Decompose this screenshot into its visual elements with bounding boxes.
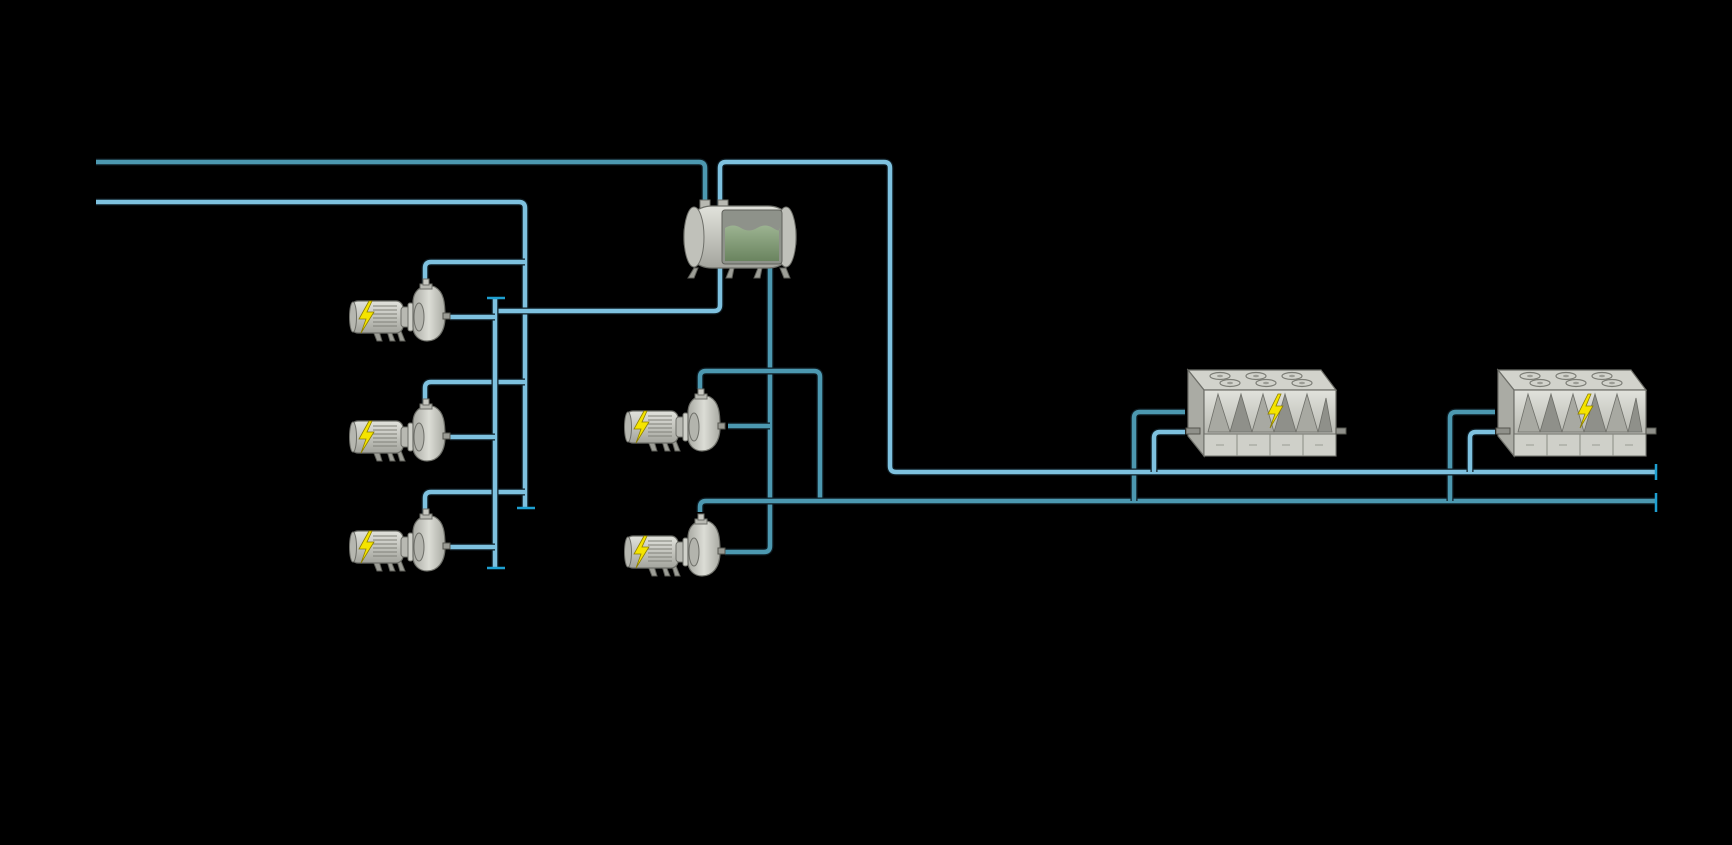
pump-motor-icon[interactable]	[623, 388, 726, 452]
horizontal-tank-icon[interactable]	[683, 199, 797, 279]
tank-drop-leg	[725, 268, 774, 556]
pump-left-1-discharge	[421, 258, 525, 284]
supply-header-top	[96, 198, 529, 508]
supply-piping	[96, 158, 1656, 568]
pump-motor-icon[interactable]	[623, 513, 726, 577]
pump-left-2-discharge	[421, 378, 525, 404]
tank-suction-line	[495, 268, 724, 315]
chiller-1-supply-branch	[1150, 428, 1185, 472]
chiller-1-return-branch	[1130, 408, 1185, 501]
air-cooled-chiller-icon[interactable]	[1185, 369, 1347, 457]
pump-motor-icon[interactable]	[348, 508, 451, 572]
air-cooled-chiller-icon[interactable]	[1495, 369, 1657, 457]
pump-motor-icon[interactable]	[348, 398, 451, 462]
return-piping	[96, 158, 1656, 556]
pump-left-3-discharge	[421, 488, 525, 515]
chiller-2-supply-branch	[1466, 428, 1495, 472]
pump-motor-icon[interactable]	[348, 278, 451, 342]
pipe-end-caps	[487, 296, 1658, 570]
